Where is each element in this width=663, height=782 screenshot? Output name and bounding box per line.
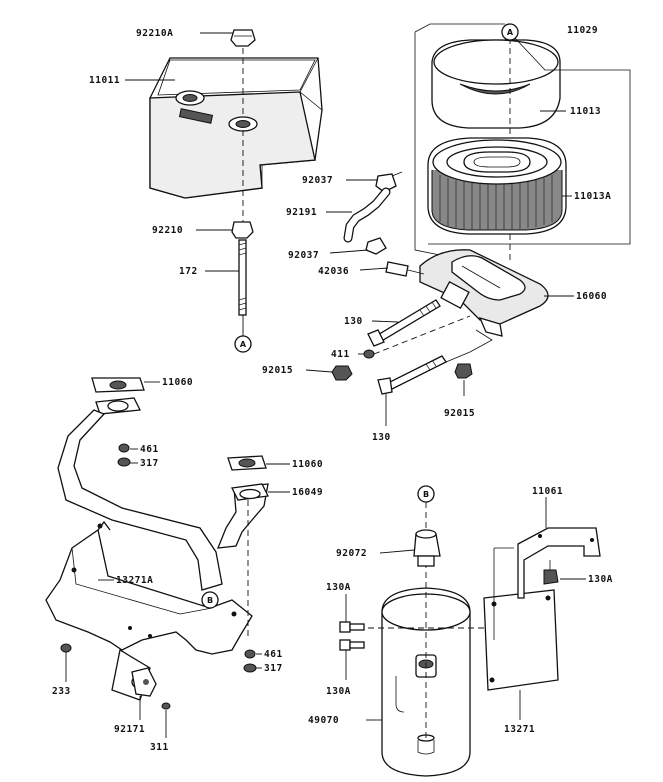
label-11013: 11013 <box>570 106 601 117</box>
svg-text:A: A <box>507 28 514 37</box>
washer-317-lower <box>243 663 257 673</box>
label-130A-upper-left: 130A <box>326 582 351 593</box>
washer-317-upper <box>117 457 131 467</box>
label-130-lower: 130 <box>372 432 391 443</box>
spark-arrester-92072 <box>413 529 441 567</box>
label-92171: 92171 <box>114 724 145 735</box>
label-92072: 92072 <box>336 548 367 559</box>
leader-lines <box>65 32 586 738</box>
callout-b-top: B <box>417 485 435 503</box>
svg-text:B: B <box>207 596 213 605</box>
label-42036: 42036 <box>318 266 349 277</box>
clamp-92037-top <box>375 171 403 193</box>
clamp-92171 <box>131 667 157 697</box>
label-92037-bottom: 92037 <box>288 250 319 261</box>
bolt-130A-right <box>543 569 559 585</box>
callout-a-bottom: A <box>234 335 252 353</box>
nut-92210 <box>231 221 254 239</box>
stud-172 <box>238 239 247 316</box>
label-11061: 11061 <box>532 486 563 497</box>
callout-b-bottom: B <box>201 591 219 609</box>
label-11029: 11029 <box>567 25 598 36</box>
label-461-lower: 461 <box>264 649 283 660</box>
label-11060-upper: 11060 <box>162 377 193 388</box>
nut-92015-right <box>454 363 473 379</box>
label-317-upper: 317 <box>140 458 159 469</box>
label-130A-lower-left: 130A <box>326 686 351 697</box>
label-130A-right: 130A <box>588 574 613 585</box>
label-130-upper: 130 <box>344 316 363 327</box>
label-92015-left: 92015 <box>262 365 293 376</box>
label-92037-top: 92037 <box>302 175 333 186</box>
label-461-upper: 461 <box>140 444 159 455</box>
gasket-11060-lower <box>227 455 267 471</box>
screw-311 <box>161 702 171 710</box>
label-92191: 92191 <box>286 207 317 218</box>
label-92210A: 92210A <box>136 28 173 39</box>
bolt-130-lower <box>377 355 447 395</box>
fitting-42036 <box>385 261 425 277</box>
label-13271: 13271 <box>504 724 535 735</box>
label-13271A: 13271A <box>116 575 153 586</box>
label-11011: 11011 <box>89 75 120 86</box>
label-311: 311 <box>150 742 169 753</box>
svg-text:A: A <box>240 340 247 349</box>
label-172: 172 <box>179 266 198 277</box>
muffler-bracket-13271A <box>45 520 253 701</box>
clamp-92037-bottom <box>365 237 387 255</box>
svg-text:B: B <box>423 490 429 499</box>
nut-92210A <box>230 29 256 47</box>
nut-233 <box>60 643 72 653</box>
label-11013A: 11013A <box>574 191 611 202</box>
label-411: 411 <box>331 349 350 360</box>
air-cleaner-base-16060 <box>419 249 549 337</box>
bracket-11061 <box>517 527 601 599</box>
part-labels: 92210A 11011 11029 11013 11013A 92037 92… <box>52 25 613 753</box>
bolts-130A-left <box>339 621 365 651</box>
pre-cleaner-11013 <box>431 39 561 129</box>
gasket-11060-upper <box>91 377 145 393</box>
callout-a-top: A <box>501 23 519 41</box>
label-49070: 49070 <box>308 715 339 726</box>
label-16060: 16060 <box>576 291 607 302</box>
muffler-cover-13271 <box>483 589 559 691</box>
breather-hose-92191 <box>343 187 391 243</box>
label-16049: 16049 <box>292 487 323 498</box>
nut-461-upper <box>118 443 130 453</box>
washer-411 <box>363 349 375 359</box>
label-317-lower: 317 <box>264 663 283 674</box>
nut-92015-left <box>331 365 353 381</box>
exhaust-pipe-16049 <box>57 397 269 591</box>
label-92015-right: 92015 <box>444 408 475 419</box>
air-cleaner-cover <box>149 57 323 199</box>
bolt-130-upper <box>367 299 441 347</box>
nut-461-lower <box>244 649 256 659</box>
label-11060-lower: 11060 <box>292 459 323 470</box>
air-filter-11013A <box>427 137 567 235</box>
label-233: 233 <box>52 686 71 697</box>
label-92210: 92210 <box>152 225 183 236</box>
